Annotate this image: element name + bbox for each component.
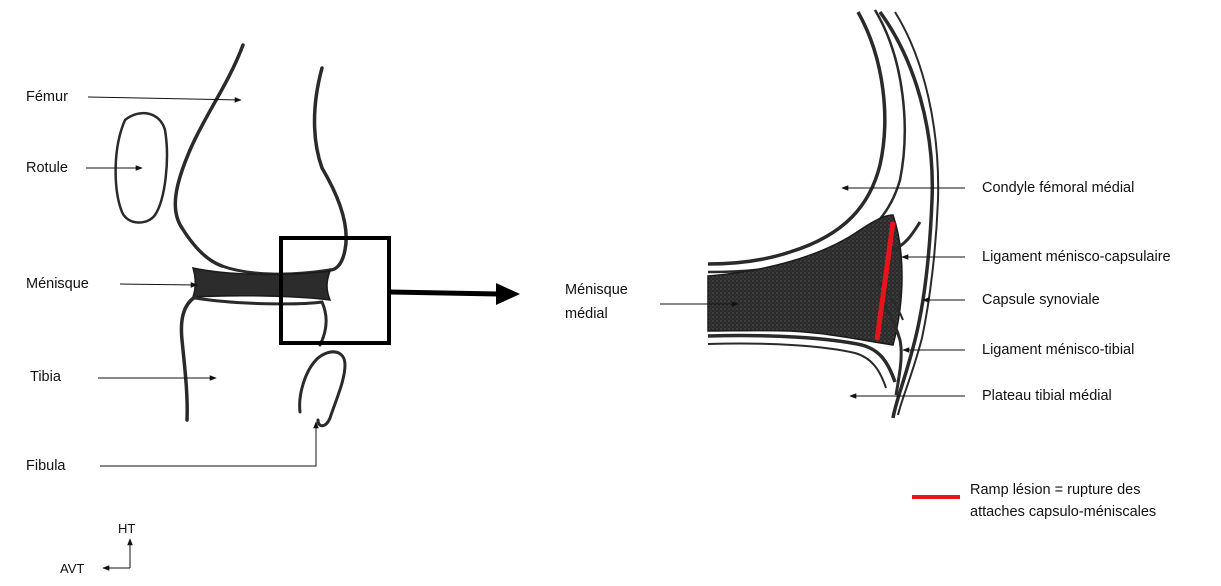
label-menisque-medial-1: Ménisque (565, 282, 628, 298)
legend-line-1: Ramp lésion = rupture des (970, 482, 1140, 498)
zoom-arrow (390, 292, 498, 294)
fibula-shape (300, 352, 345, 426)
label-menisque-medial-2: médial (565, 306, 608, 322)
tibia-anterior-contour (181, 297, 195, 420)
zoom-arrow-head (496, 283, 520, 305)
label-menisque: Ménisque (26, 276, 89, 292)
label-condyle: Condyle fémoral médial (982, 180, 1134, 196)
label-plateau: Plateau tibial médial (982, 388, 1112, 404)
label-ht: HT (118, 521, 135, 536)
menisque-leader (120, 284, 197, 285)
knee-sagittal-view: Fémur Rotule Ménisque Tibia Fibula HT AV… (26, 45, 520, 576)
fibula-leader (100, 422, 316, 466)
label-lig-capsulaire: Ligament ménisco-capsulaire (982, 249, 1171, 265)
orientation-compass: HT AVT (60, 521, 135, 576)
label-lig-tibial: Ligament ménisco-tibial (982, 342, 1134, 358)
zoom-view: Ménisque médial Condyle fémoral médial L… (565, 10, 1171, 520)
femur-anterior-contour (175, 45, 243, 266)
tibia-plateau-contour (195, 298, 326, 345)
legend-line-2: attaches capsulo-méniscales (970, 504, 1156, 520)
legend: Ramp lésion = rupture des attaches capsu… (912, 482, 1156, 520)
plateau-lower-contour (708, 343, 886, 388)
label-avt: AVT (60, 561, 84, 576)
label-rotule: Rotule (26, 160, 68, 176)
medial-meniscus-wedge (708, 215, 902, 345)
condyle-outer-contour (708, 12, 885, 264)
label-capsule: Capsule synoviale (982, 292, 1100, 308)
label-tibia: Tibia (30, 369, 62, 385)
label-fibula: Fibula (26, 458, 66, 474)
label-femur: Fémur (26, 89, 68, 105)
